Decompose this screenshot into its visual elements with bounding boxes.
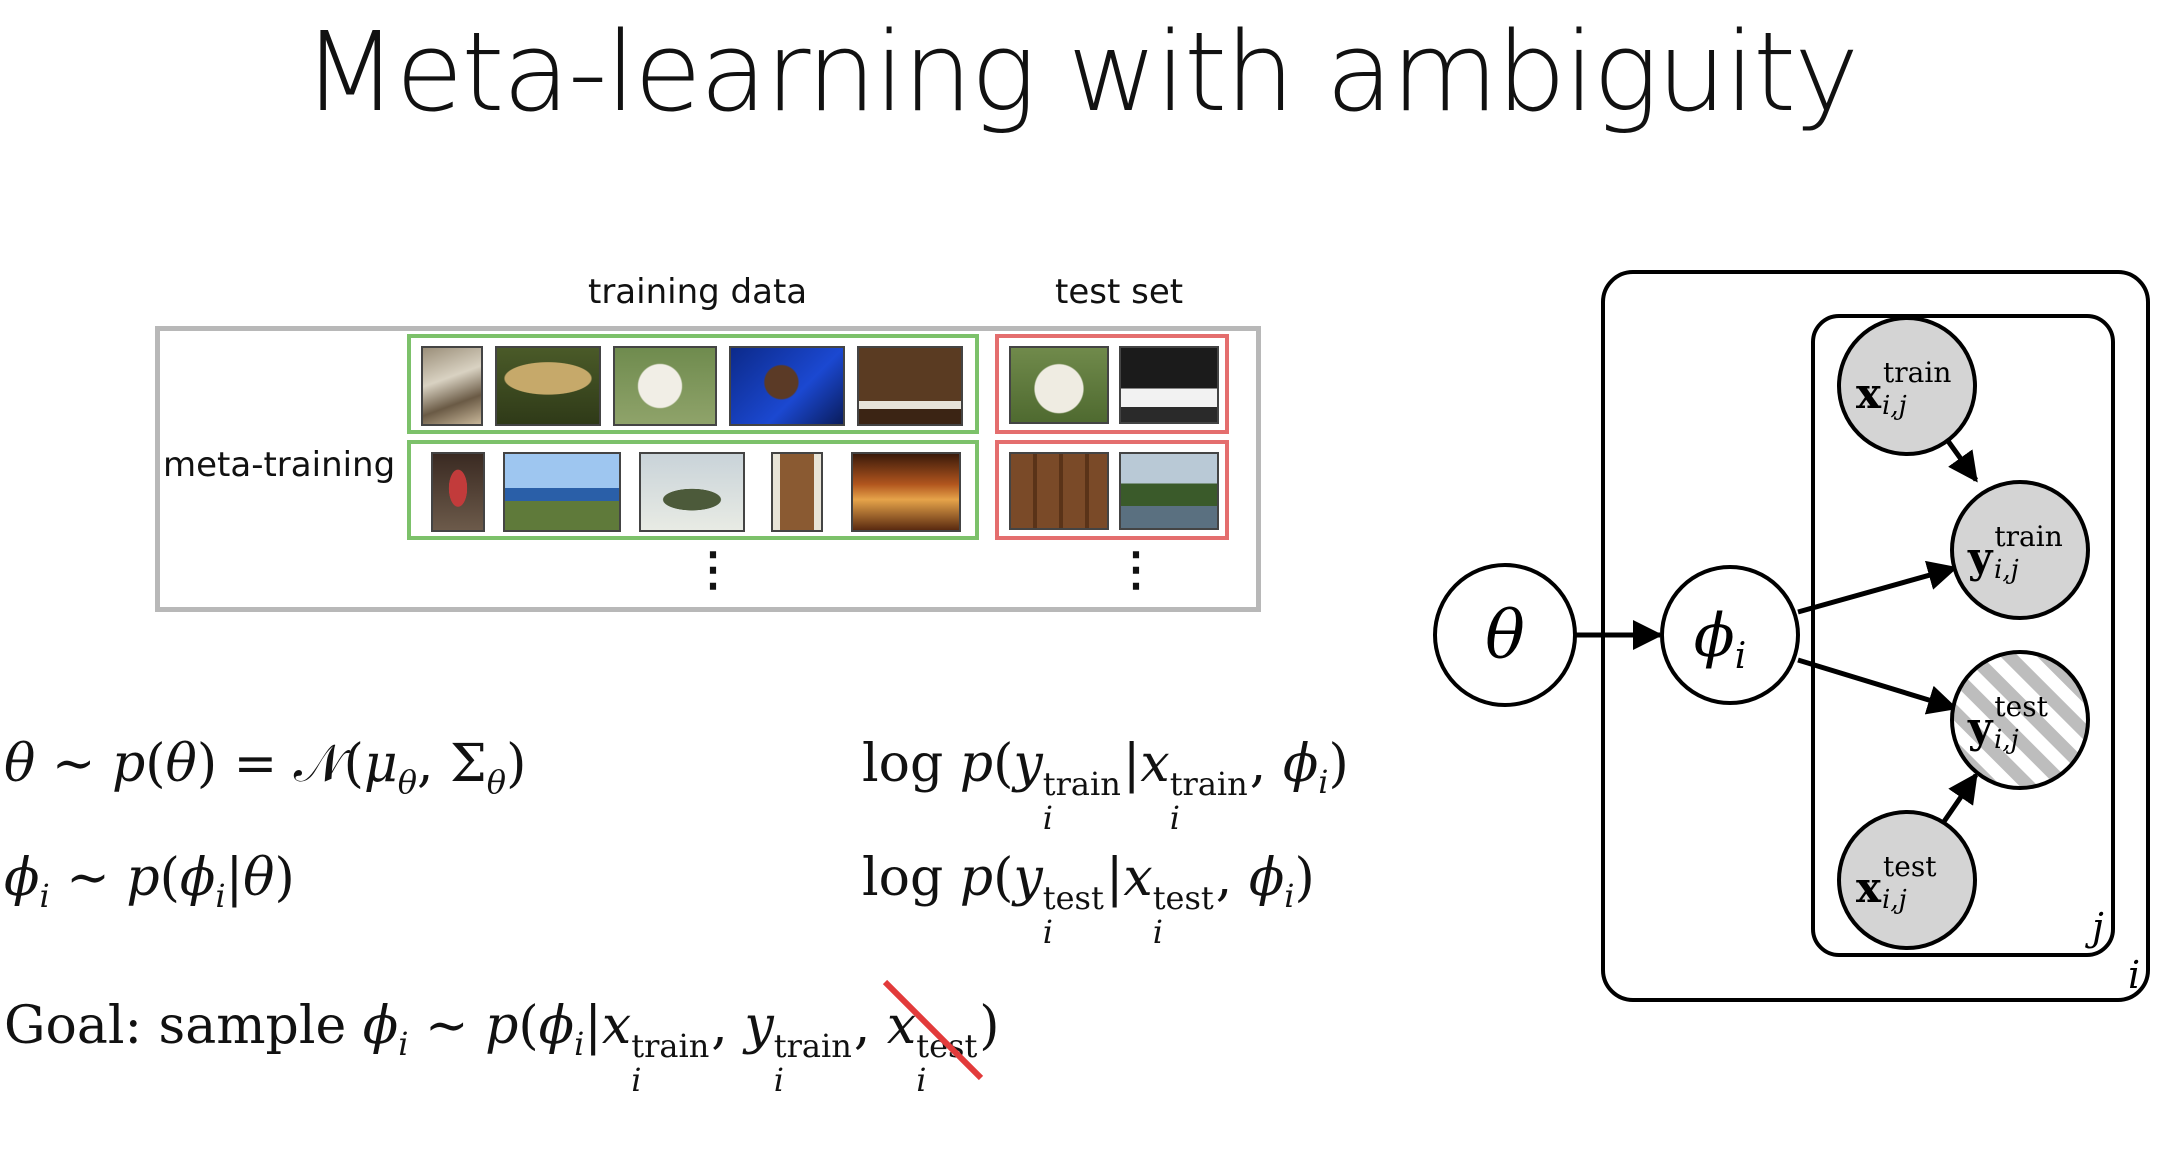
test-barrels-thumbnail: [1009, 452, 1109, 530]
test-dog-thumbnail: [1009, 346, 1109, 424]
carousel-thumbnail: [851, 452, 961, 532]
plate-inner: [1811, 314, 2115, 957]
equation-prior-phi: ϕi ∼ p(ϕi|θ): [4, 848, 295, 915]
phi-node: [1660, 565, 1800, 705]
test-more-dots: ⋮: [1113, 542, 1159, 596]
y-test-node: [1950, 650, 2090, 790]
test-row-1: [995, 334, 1229, 434]
person-thumbnail: [431, 452, 485, 532]
meta-training-label: meta-training: [163, 445, 396, 485]
x-test-node: [1837, 810, 1977, 950]
mushroom-thumbnail: [495, 346, 601, 426]
x-train-node: [1837, 316, 1977, 456]
training-more-dots: ⋮: [690, 542, 736, 596]
piano-thumbnail: [857, 346, 963, 426]
test-cliffs-thumbnail: [1119, 452, 1219, 530]
slide-title: Meta-learning with ambiguity: [302, 8, 1860, 136]
bird-thumbnail: [421, 346, 483, 426]
tank-thumbnail: [639, 452, 745, 532]
plate-inner-label: j: [2085, 905, 2104, 949]
edge-xtest-ytest: [1940, 772, 1979, 825]
edge-phi-ytrain: [1797, 560, 1958, 615]
training-row-2: [407, 440, 979, 540]
dog-thumbnail: [613, 346, 717, 426]
edge-phi-ytest: [1797, 657, 1958, 715]
theta-node: [1433, 563, 1577, 707]
test-piano-thumbnail: [1119, 346, 1219, 424]
training-row-1: [407, 334, 979, 434]
strike-line: [882, 979, 984, 1081]
barrel-thumbnail: [771, 452, 823, 532]
y-train-node: [1950, 480, 2090, 620]
phi-node-label: ϕi: [1694, 601, 1746, 677]
theta-node-label: θ: [1485, 597, 1525, 674]
test-row-2: [995, 440, 1229, 540]
singer-thumbnail: [729, 346, 845, 426]
coast-thumbnail: [503, 452, 621, 532]
plate-outer-label: i: [2128, 953, 2140, 997]
test-set-header: test set: [1055, 272, 1184, 312]
training-data-header: training data: [588, 272, 808, 312]
equation-prior-theta: θ ∼ p(θ) = 𝒩(μθ, Σθ): [4, 734, 527, 801]
